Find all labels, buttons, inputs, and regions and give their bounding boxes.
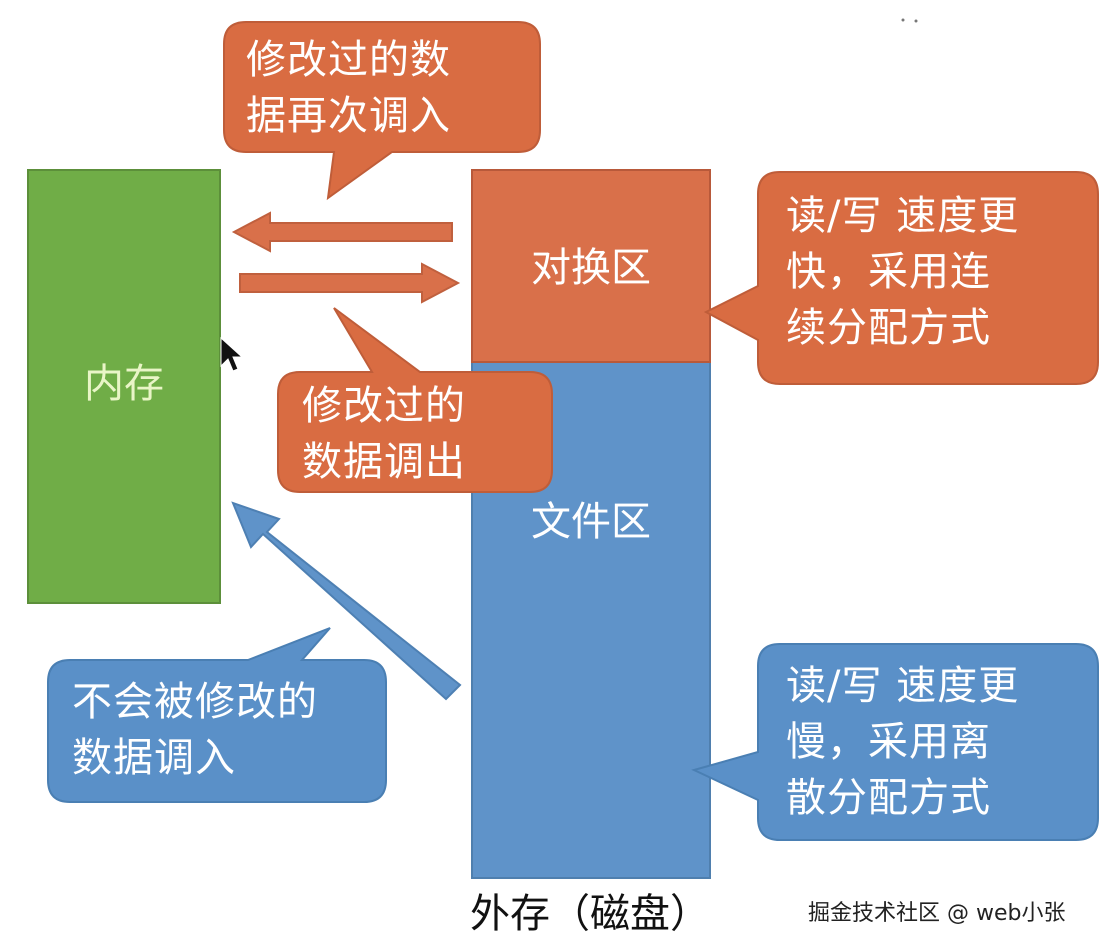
callout-swap-in-text: 修改过的数 据再次调入	[246, 37, 451, 139]
swap-area-block	[471, 169, 711, 363]
callout-swap-speed-bubble	[703, 171, 1099, 385]
mouse-cursor-icon	[220, 336, 244, 372]
disk-caption: 外存（磁盘）	[470, 891, 710, 937]
memory-block	[27, 169, 221, 604]
arrow-file-in	[231, 501, 462, 701]
callout-swap-speed-text: 读/写 速度更 快，采用连 续分配方式	[786, 193, 1020, 351]
watermark-text: 掘金技术社区 @ web小张	[808, 901, 1066, 926]
callout-swap-in-bubble	[223, 21, 541, 201]
callout-swap-out-text: 修改过的 数据调出	[302, 383, 466, 485]
speck-dot	[914, 19, 918, 23]
memory-label: 内存	[84, 361, 164, 407]
arrow-swap-in	[231, 211, 453, 253]
callout-file-speed-text: 读/写 速度更 慢，采用离 散分配方式	[786, 663, 1020, 821]
arrow-swap-out	[239, 262, 461, 304]
callout-file-in-text: 不会被修改的 数据调入	[72, 679, 318, 781]
callout-file-speed-bubble	[691, 643, 1099, 841]
callout-file-in-bubble	[47, 627, 387, 803]
file-area-label: 文件区	[531, 499, 651, 545]
callout-swap-out-bubble	[277, 307, 553, 493]
swap-area-label: 对换区	[531, 245, 651, 291]
speck-dot	[901, 18, 905, 22]
